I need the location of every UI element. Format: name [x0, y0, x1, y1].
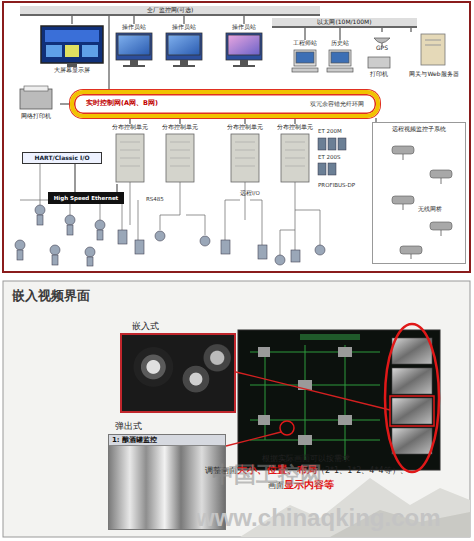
- node-text: 远程视频监控子系统: [392, 126, 446, 133]
- node-text: 操作员站: [232, 24, 256, 31]
- network-link: [294, 118, 295, 124]
- network-link: [304, 28, 305, 40]
- station: 工程师站: [290, 40, 320, 74]
- io-tag: HART/Classic I/O: [22, 152, 102, 164]
- node-text: 分布控制单元: [162, 124, 198, 130]
- node-text: 操作员站: [122, 24, 146, 31]
- part-label: ET 200S: [318, 154, 341, 160]
- network-link: [108, 16, 109, 90]
- node-text: 分布控制单元: [112, 124, 148, 130]
- device: 大屏幕显示屏: [38, 24, 106, 74]
- watermark: 中国工控网: [212, 462, 322, 487]
- network-link: [71, 16, 72, 24]
- node-text: 弹出式: [115, 421, 142, 431]
- network-link: [243, 16, 244, 24]
- node-text: 全厂监控网(可选): [147, 7, 194, 14]
- video-subsystem: 远程视频监控子系统: [372, 122, 466, 264]
- network-link: [74, 164, 75, 192]
- node-text: GPS: [376, 45, 388, 52]
- network-link: [129, 118, 130, 124]
- node-text: 历史站: [331, 40, 349, 47]
- node-text: 双冗余容错光纤环网: [310, 101, 364, 108]
- device: 网关与Web服务器: [405, 32, 463, 78]
- control-unit: 分布控制单元: [160, 124, 200, 184]
- node-text: HART/Classic I/O: [34, 155, 89, 162]
- station: 历史站: [325, 40, 355, 74]
- station: 操作员站: [222, 24, 266, 70]
- node-text: 工程师站: [293, 40, 317, 47]
- network-link: [60, 103, 70, 104]
- part-label: ET 200M: [318, 128, 342, 134]
- node-text: High Speed Ethernet: [54, 195, 119, 201]
- network-link: [179, 118, 180, 124]
- network-link: [116, 184, 117, 192]
- control-unit: 分布控制单元: [225, 124, 265, 184]
- node-text: 网络打印机: [21, 113, 51, 120]
- network-link: [183, 16, 184, 24]
- network-link: [339, 28, 340, 40]
- device: 打印机: [362, 56, 396, 78]
- control-unit: 分布控制单元: [275, 124, 315, 184]
- node-text: 分布控制单元: [227, 124, 263, 130]
- network-link: [381, 28, 382, 32]
- node-text: 大屏幕显示屏: [54, 67, 90, 74]
- embedded-view: 嵌入式: [120, 333, 236, 413]
- ethernet-tag: High Speed Ethernet: [48, 192, 124, 204]
- part-label: 远程I/O: [240, 190, 260, 196]
- part-label: 无线网桥: [418, 206, 442, 212]
- node-text: 1: 酿酒罐监控: [109, 435, 225, 446]
- node-text: 嵌入式: [132, 321, 159, 331]
- network-bus: 以太网(10M/100M): [272, 18, 417, 28]
- device: GPS: [370, 32, 394, 52]
- slide-title: 嵌入视频界面: [12, 289, 90, 304]
- node-text: 操作员站: [172, 24, 196, 31]
- device: 网络打印机: [12, 86, 60, 120]
- station: 操作员站: [162, 24, 206, 70]
- node-text: 实时控制网(A网、B网): [86, 100, 158, 107]
- part-label: RS485: [146, 196, 164, 202]
- network-link: [244, 118, 245, 124]
- network-bus: 全厂监控网(可选): [20, 6, 320, 16]
- node-text: 分布控制单元: [277, 124, 313, 130]
- station: 操作员站: [112, 24, 156, 70]
- control-unit: 分布控制单元: [110, 124, 150, 184]
- part-label: PROFIBUS-DP: [318, 182, 355, 188]
- network-link: [133, 16, 134, 24]
- node-text: 以太网(10M/100M): [317, 19, 371, 26]
- network-link: [410, 28, 411, 32]
- node-text: 打印机: [370, 71, 388, 78]
- ring-network: 实时控制网(A网、B网) 双冗余容错光纤环网: [70, 90, 380, 118]
- watermark: www.chinaqking.com: [196, 504, 440, 532]
- note-text: （2*1、1*2、4*4等）、: [317, 466, 408, 475]
- node-text: 网关与Web服务器: [409, 71, 458, 78]
